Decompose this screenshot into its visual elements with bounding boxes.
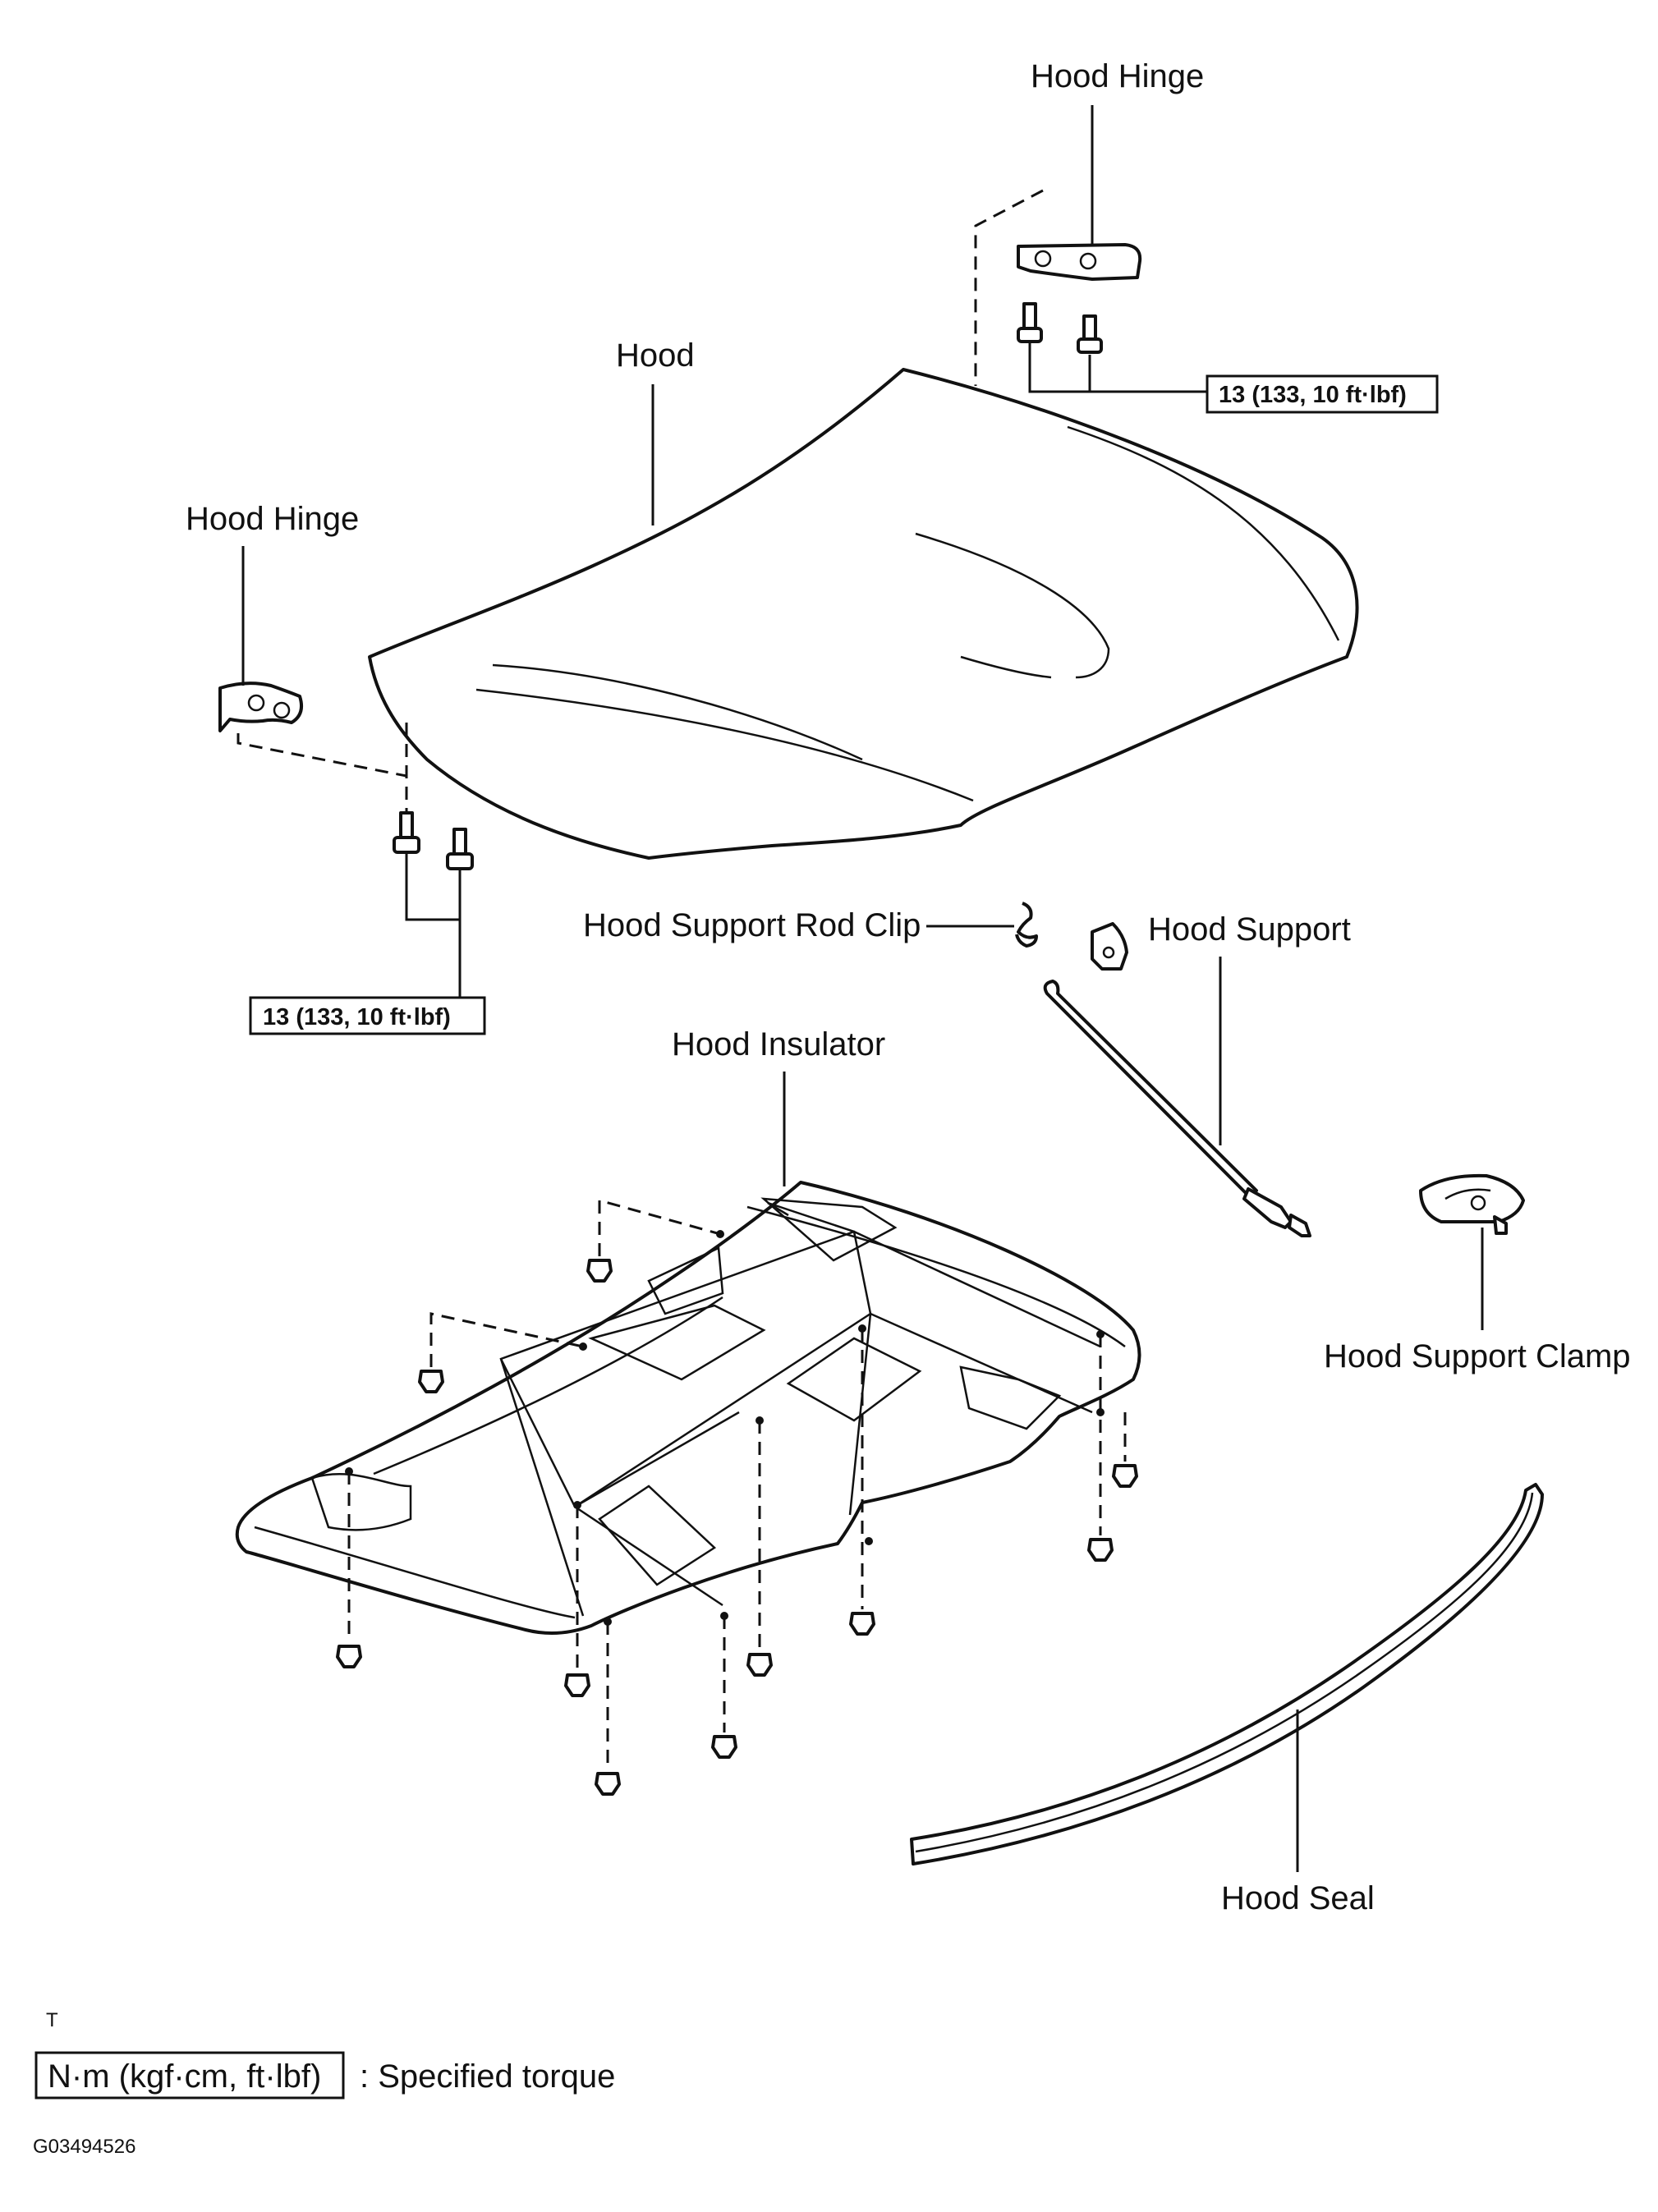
insulator-clip [564, 1673, 590, 1697]
torque-spec-right: 13 (133, 10 ft·lbf) [1206, 374, 1439, 414]
bolt-left-2 [446, 828, 474, 870]
hood-hinge-left [218, 681, 303, 732]
insulator-clip [336, 1645, 362, 1668]
insulator-clip [1087, 1538, 1114, 1562]
insulator-clip [746, 1653, 773, 1677]
legend-description: : Specified torque [360, 2058, 615, 2095]
footer-mark: T [46, 2009, 58, 2031]
torque-legend: N·m (kgf·cm, ft·lbf) : Specified torque [34, 2051, 615, 2100]
hood-support-rod-clip-label: Hood Support Rod Clip [583, 907, 921, 943]
hood-hinge-right-label: Hood Hinge [1031, 58, 1204, 94]
hood-support-label: Hood Support [1148, 911, 1351, 948]
insulator-clip [849, 1612, 875, 1636]
hood-insulator [235, 1181, 1141, 1635]
hood-insulator-label: Hood Insulator [672, 1026, 885, 1062]
insulator-clip [586, 1259, 613, 1283]
hood-support-clamp [1419, 1173, 1525, 1235]
svg-text:13 (133, 10 ft·lbf): 13 (133, 10 ft·lbf) [263, 1004, 451, 1030]
hood-panel [368, 368, 1359, 860]
insulator-clip [418, 1370, 444, 1393]
hood-seal-label: Hood Seal [1221, 1880, 1375, 1916]
insulator-clip [1112, 1464, 1138, 1488]
hood-support-rod [1043, 980, 1311, 1237]
bolt-right-1 [1017, 302, 1043, 343]
hood-support-rod-clip [1015, 902, 1038, 948]
torque-spec-left: 13 (133, 10 ft·lbf) [249, 996, 486, 1035]
bolt-right-2 [1077, 314, 1103, 354]
hood-support-bracket [1091, 922, 1128, 971]
insulator-clip [595, 1772, 621, 1796]
figure-id: G03494526 [33, 2136, 135, 2158]
hood-support-clamp-label: Hood Support Clamp [1324, 1338, 1631, 1374]
svg-text:13 (133, 10 ft·lbf): 13 (133, 10 ft·lbf) [1219, 382, 1407, 408]
hood-hinge-right [1017, 243, 1142, 281]
hood-hinge-left-label: Hood Hinge [186, 501, 359, 537]
bolt-left-1 [393, 811, 420, 854]
insulator-clip [711, 1735, 737, 1759]
legend-unit-box-text: N·m (kgf·cm, ft·lbf) [48, 2058, 321, 2095]
hood-seal [910, 1483, 1544, 1866]
hood-label: Hood [616, 337, 695, 374]
